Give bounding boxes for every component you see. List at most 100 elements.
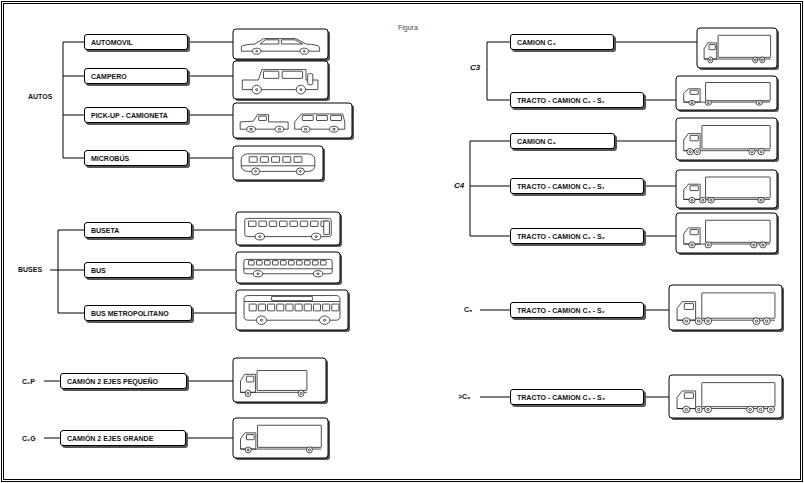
icon-link [194,230,236,231]
class-box: AUTOMOVIL [84,34,188,50]
vehicle-icon [236,290,350,332]
icon-frame [676,170,777,208]
class-box: CAMION C₃ [510,34,614,50]
vehicle-drawing [245,218,331,240]
group-label: AUTOS [28,93,52,100]
class-box: CAMPERO [84,68,188,84]
icon-frame [236,252,340,283]
vehicle-icon [233,61,330,101]
group-label: C₂G [22,435,36,442]
icon-link [646,186,676,187]
class-name: CAMIÓN 2 EJES GRANDE [67,435,153,442]
c2g-leader [44,438,60,439]
icon-frame [233,29,328,59]
group-brackets [44,42,510,438]
group-label: C₅ [464,306,472,313]
icon-link [190,115,233,116]
class-box: CAMIÓN 2 EJES GRANDE [60,430,186,446]
icon-link [646,310,669,311]
vehicle-icon [233,358,328,404]
c3-bracket [487,42,510,100]
vehicle-icon [236,252,342,285]
vehicle-icon [676,118,779,162]
icon-frame [236,212,340,245]
vehicle-drawing [241,39,319,55]
figure-note: Figura [398,24,418,31]
group-label: C₂P [22,378,35,385]
icon-link [194,270,236,271]
class-box: PICK-UP - CAMIONETA [84,107,188,123]
vehicle-drawing [240,371,306,397]
icon-link [190,76,233,77]
icon-link [194,313,236,314]
vehicle-drawing [240,114,345,132]
icon-frame [233,61,328,99]
icon-link [189,381,233,382]
icon-frame [233,146,323,180]
vehicle-icon [676,170,779,210]
class-name: TRACTO - CAMION C₂ - S₂ [517,233,605,240]
icon-frame [676,213,777,253]
vehicle-drawing [244,296,340,325]
group-label: BUSES [18,266,42,273]
icon-link [190,158,233,159]
icon-frame [233,103,352,138]
autos-bracket [63,42,84,158]
icon-frame [233,358,326,402]
class-name: TRACTO - CAMION C₃ - S₁ [517,183,605,190]
vehicle-drawing [677,383,775,413]
vehicle-drawing [684,83,770,106]
vehicle-icon [233,146,325,182]
class-name: PICK-UP - CAMIONETA [91,112,168,119]
icon-frame [669,375,782,418]
vehicle-icon [669,375,784,420]
class-name: CAMIÓN 2 EJES PEQUEÑO [67,378,158,385]
vehicle-drawing [244,259,332,277]
vehicle-drawing [704,35,771,63]
class-name: CAMION C₃ [517,39,556,46]
c4-bracket [470,141,510,236]
c5-leader [480,310,510,311]
vehicle-icon [236,212,342,247]
icon-link [617,141,676,142]
vehicle-drawing [241,425,322,453]
icon-link [188,438,233,439]
icon-link [190,42,233,43]
vehicle-icon [697,28,779,70]
c2p-leader [44,381,60,382]
group-label: C3 [470,64,480,72]
class-name: AUTOMOVIL [91,39,133,46]
vehicle-icon [233,418,330,460]
group-label: C4 [454,182,464,190]
class-name: CAMION C₄ [517,138,556,145]
class-box: MICROBÚS [84,150,188,166]
class-box: TRACTO - CAMION C₃ - S₁ [510,178,644,194]
c5plus-leader [480,397,510,398]
vehicle-drawing [677,293,775,325]
icon-frame [676,118,777,160]
vehicle-drawing [242,70,318,94]
vehicle-drawing [684,220,770,248]
class-name: TRACTO - CAMION C₃ - S₃ [517,394,605,401]
icon-link [646,397,669,398]
vehicle-icon [233,103,354,140]
icon-links [188,42,697,438]
class-box: BUSETA [84,222,192,238]
class-name: BUS METROPOLITANO [91,310,169,317]
class-name: BUS [91,267,106,274]
vehicle-drawing [684,126,770,155]
buses-bracket [50,230,84,313]
class-box: CAMIÓN 2 EJES PEQUEÑO [60,373,187,389]
vehicle-icons [233,28,784,460]
class-box: BUS METROPOLITANO [84,305,192,321]
class-name: TRACTO - CAMION C₃ - S₂ [517,307,605,314]
class-box: TRACTO - CAMION C₂ - S₂ [510,228,644,244]
vehicle-icon [676,213,779,255]
class-name: BUSETA [91,227,119,234]
vehicle-icon [676,76,779,112]
icon-frame [236,290,348,330]
icon-frame [676,76,777,110]
icon-link [646,236,676,237]
vehicle-icon [669,285,784,332]
vehicle-icon [233,29,330,61]
